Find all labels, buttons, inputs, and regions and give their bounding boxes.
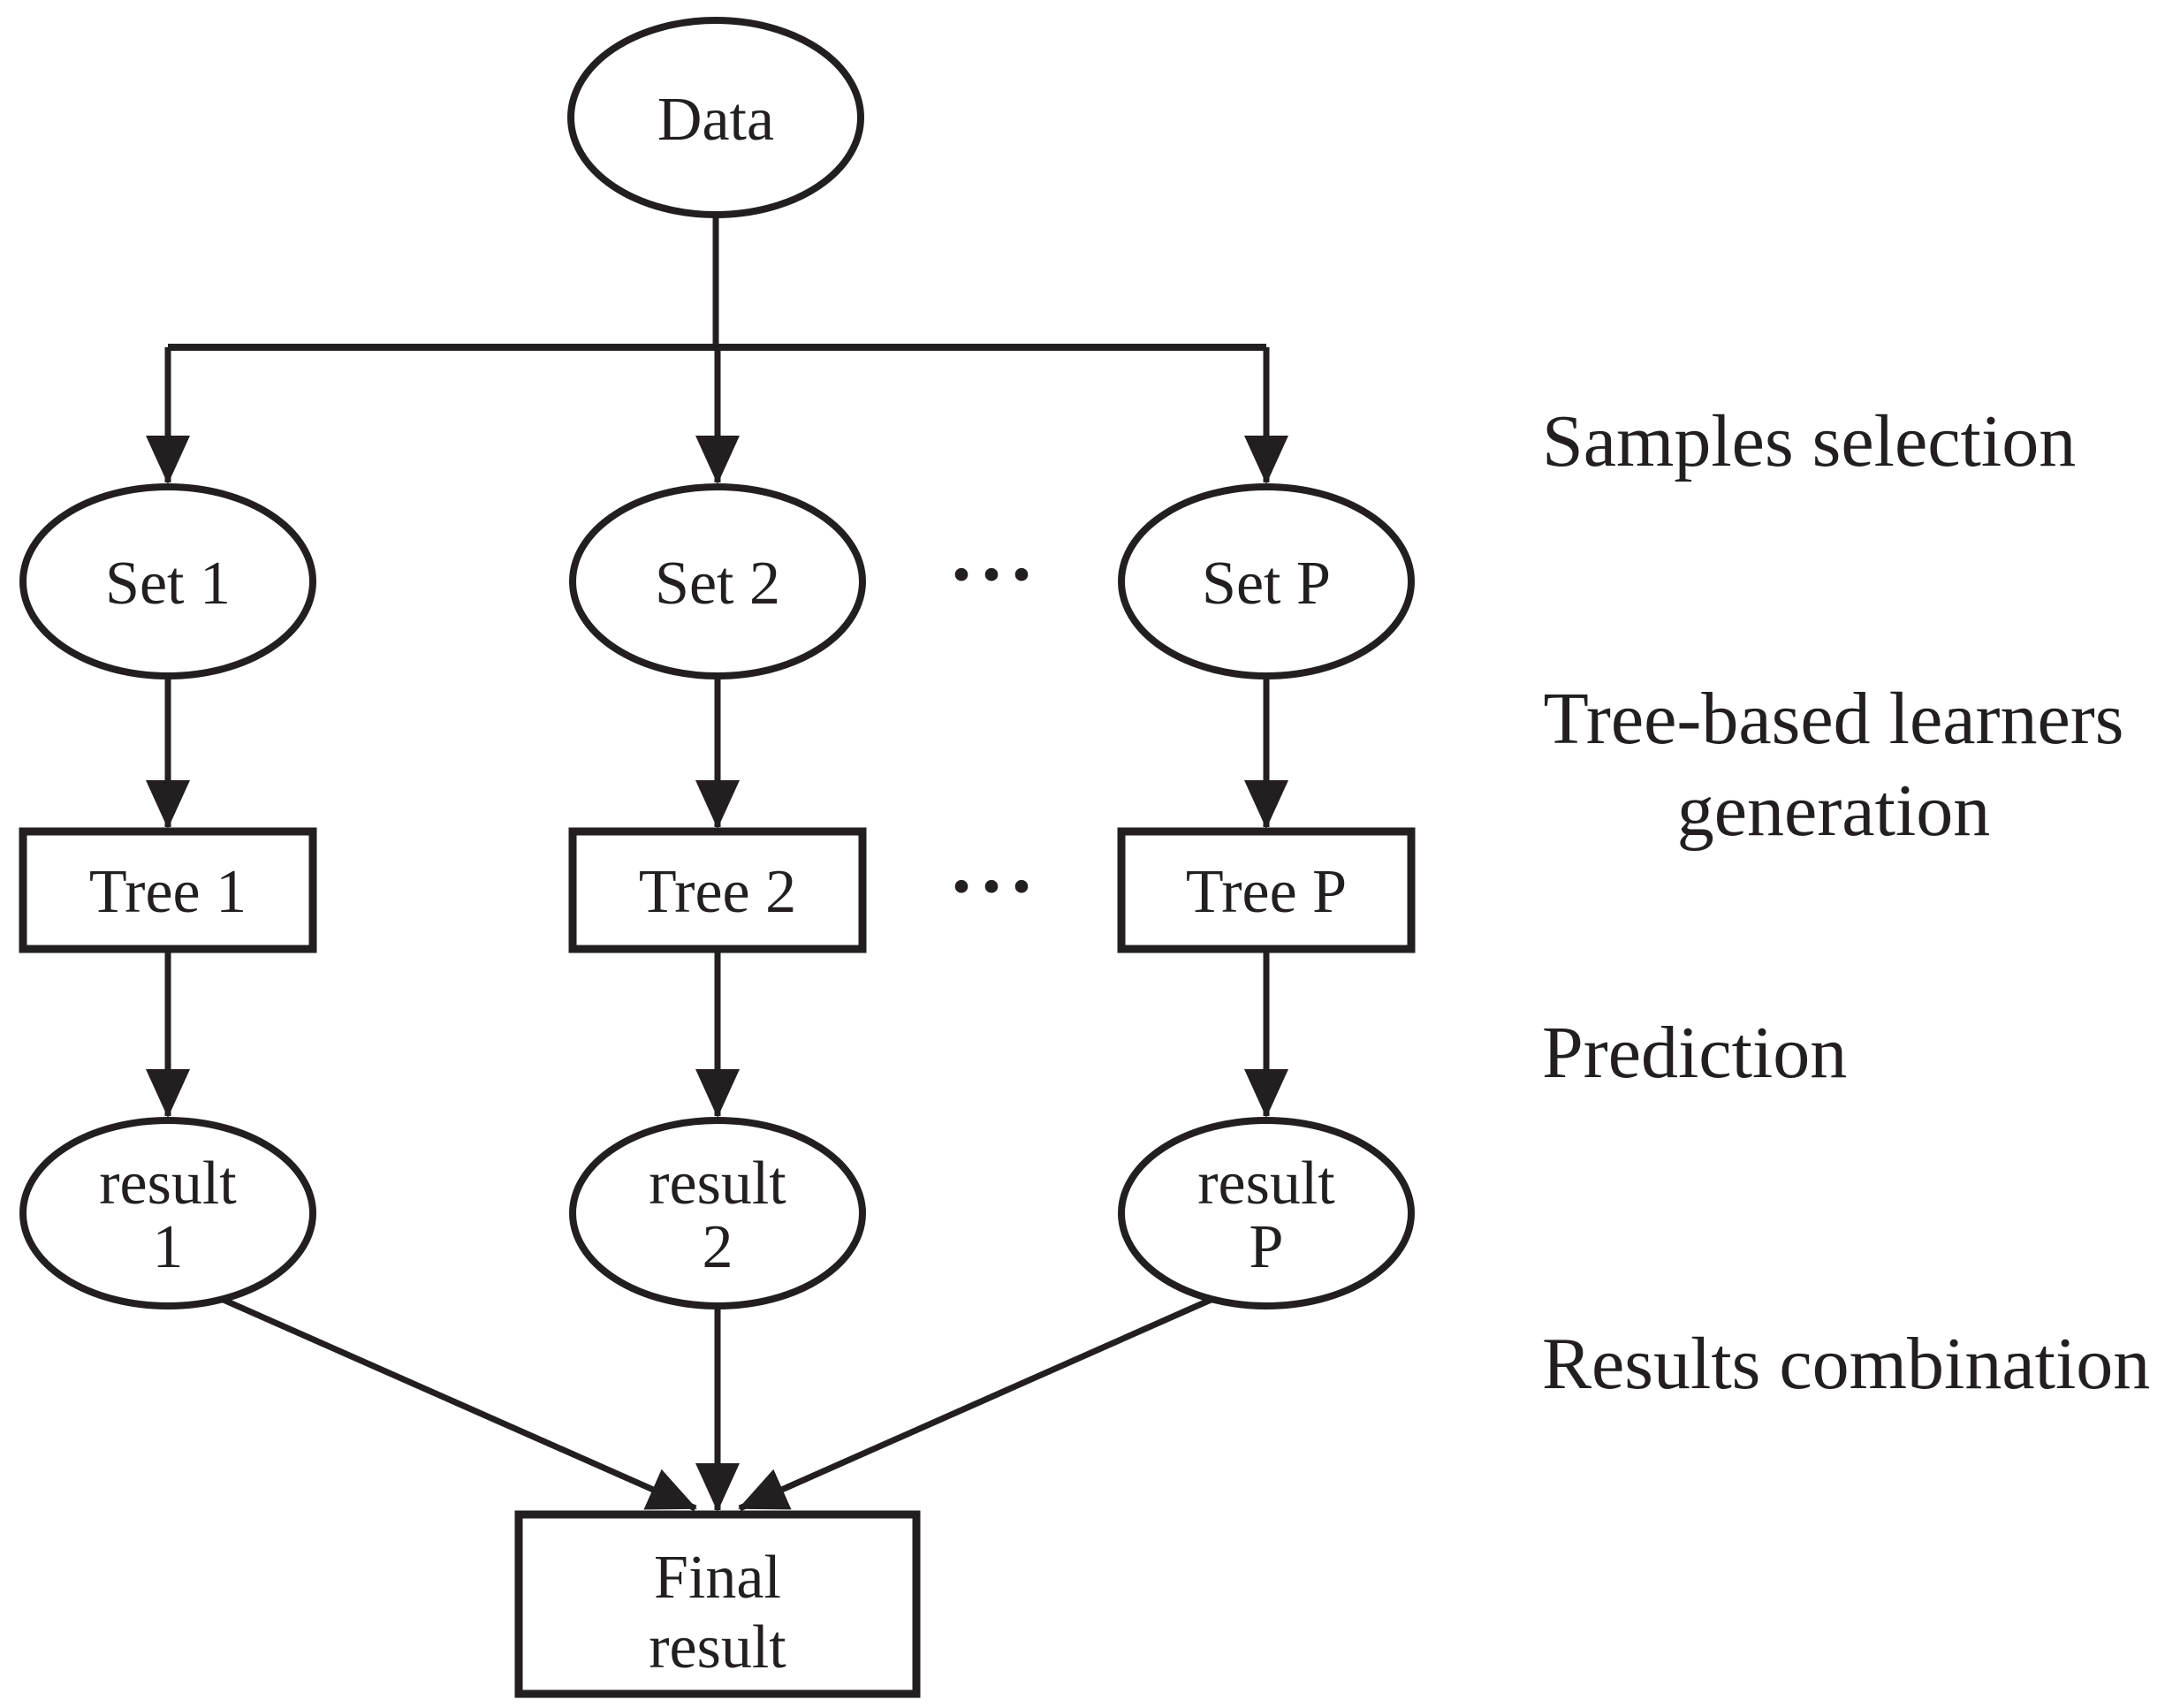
tree2-node-label: Tree 2 <box>639 858 796 926</box>
arrow-result1-to-final <box>216 1294 697 1512</box>
set1-node <box>19 483 316 679</box>
tree1-node <box>19 827 317 953</box>
result1-node-label-line1: result <box>99 1150 237 1218</box>
treeP-node <box>1117 827 1416 953</box>
set1-node-label: Set 1 <box>105 550 231 618</box>
resultP-node <box>1118 1117 1415 1309</box>
data-node-label: Data <box>657 86 774 154</box>
stage-label-prediction: Prediction <box>1542 1012 1847 1094</box>
arrow-resultP-to-final <box>738 1294 1219 1512</box>
resultP-node-label-line2: P <box>1250 1213 1284 1281</box>
treeP-node-label: Tree P <box>1186 858 1347 926</box>
stage-label-tree-generation-line1: Tree-based learners <box>1544 678 2124 760</box>
set-row-ellipsis: ··· <box>948 531 1038 619</box>
set2-node-label: Set 2 <box>655 550 780 618</box>
tree1-node-label: Tree 1 <box>89 858 247 926</box>
final-result-label-line2: result <box>649 1613 786 1681</box>
tree2-node <box>568 827 867 953</box>
result1-node-label-line2: 1 <box>153 1213 184 1281</box>
result2-node-label-line2: 2 <box>703 1213 733 1281</box>
setP-node-label: Set P <box>1202 550 1331 618</box>
tree-row-ellipsis: ··· <box>948 843 1038 930</box>
data-node <box>567 17 864 218</box>
result1-node <box>19 1117 316 1309</box>
result2-node <box>569 1117 866 1309</box>
set2-node <box>569 483 866 679</box>
final-result-node <box>514 1510 921 1698</box>
stage-label-samples-selection: Samples selection <box>1542 400 2076 482</box>
stage-label-tree-generation-line2: generation <box>1677 770 1991 852</box>
final-result-label-line1: Final <box>654 1544 781 1612</box>
resultP-node-label-line1: result <box>1197 1150 1335 1218</box>
result2-node-label-line1: result <box>649 1150 786 1218</box>
stage-label-results-combination: Results combination <box>1542 1323 2150 1405</box>
setP-node <box>1118 483 1415 679</box>
